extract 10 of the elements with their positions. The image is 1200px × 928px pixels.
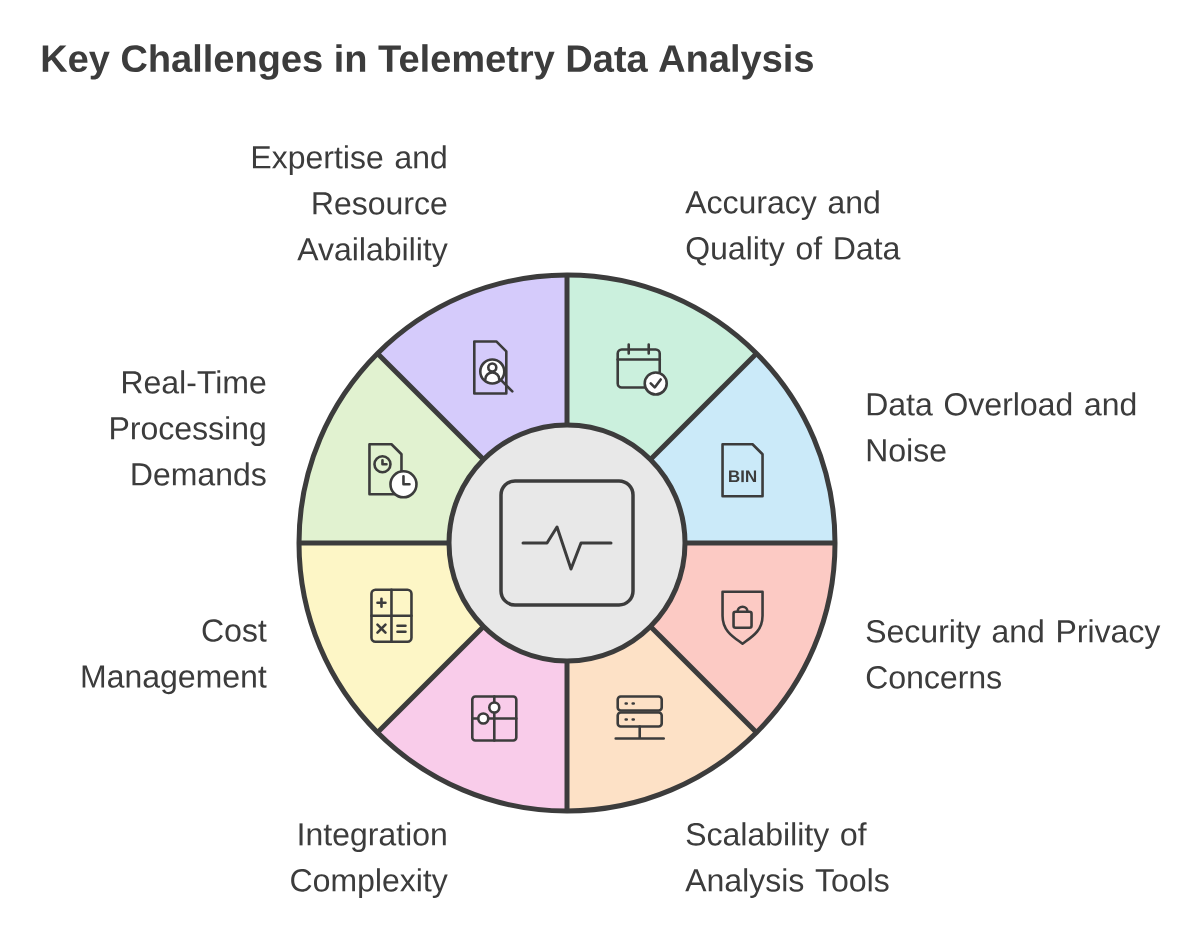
segment-label: Cost Management xyxy=(82,619,267,695)
segment-label: Integration Complexity xyxy=(291,822,448,898)
hub-circle xyxy=(446,422,688,664)
segment-label: Expertise and Resource Availability xyxy=(253,145,448,267)
title: Key Challenges in Telemetry Data Analysis xyxy=(42,44,813,80)
segment-label: Data Overload and Noise xyxy=(867,392,1136,462)
segment-label: Accuracy and Quality of Data xyxy=(685,190,901,266)
segment-label: Security and Privacy Concerns xyxy=(866,619,1161,689)
segment-label: Scalability of Analysis Tools xyxy=(685,822,889,898)
segment-label: Real-Time Processing Demands xyxy=(111,370,266,486)
